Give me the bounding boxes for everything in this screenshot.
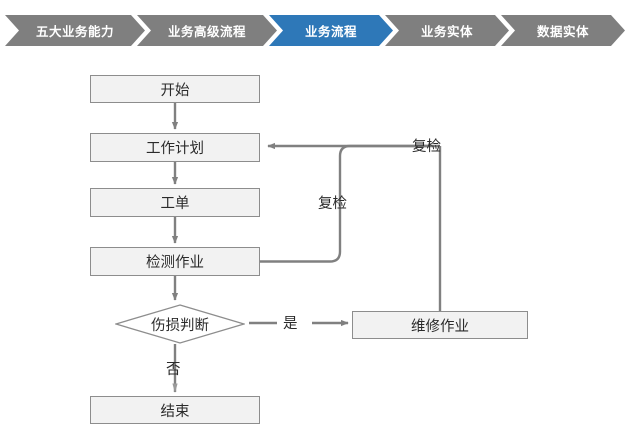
process-step-4[interactable]: 业务实体	[385, 15, 509, 46]
edge-label-yes-branch: 是	[283, 316, 298, 332]
flow-node-repair[interactable]: 维修作业	[352, 311, 528, 339]
process-step-2[interactable]: 业务高级流程	[137, 15, 277, 46]
process-step-5[interactable]: 数据实体	[501, 15, 625, 46]
flow-node-end[interactable]: 结束	[90, 396, 260, 424]
edge-label-recheck-from-repair: 复检	[412, 139, 441, 155]
process-step-1[interactable]: 五大业务能力	[5, 15, 145, 46]
flow-node-decision[interactable]: 伤损判断	[115, 304, 245, 344]
edge-label-recheck-from-inspection: 复检	[318, 196, 347, 212]
flow-node-inspection[interactable]: 检测作业	[90, 247, 260, 276]
process-step-3[interactable]: 业务流程	[269, 15, 393, 46]
flow-node-work_plan[interactable]: 工作计划	[90, 133, 260, 162]
flow-node-work_order[interactable]: 工单	[90, 188, 260, 217]
process-step-bar: 五大业务能力业务高级流程业务流程业务实体数据实体	[0, 0, 634, 60]
edge-label-no-branch: 否	[166, 362, 181, 378]
flow-node-start[interactable]: 开始	[90, 75, 260, 103]
flow-node-label-decision: 伤损判断	[151, 317, 209, 334]
